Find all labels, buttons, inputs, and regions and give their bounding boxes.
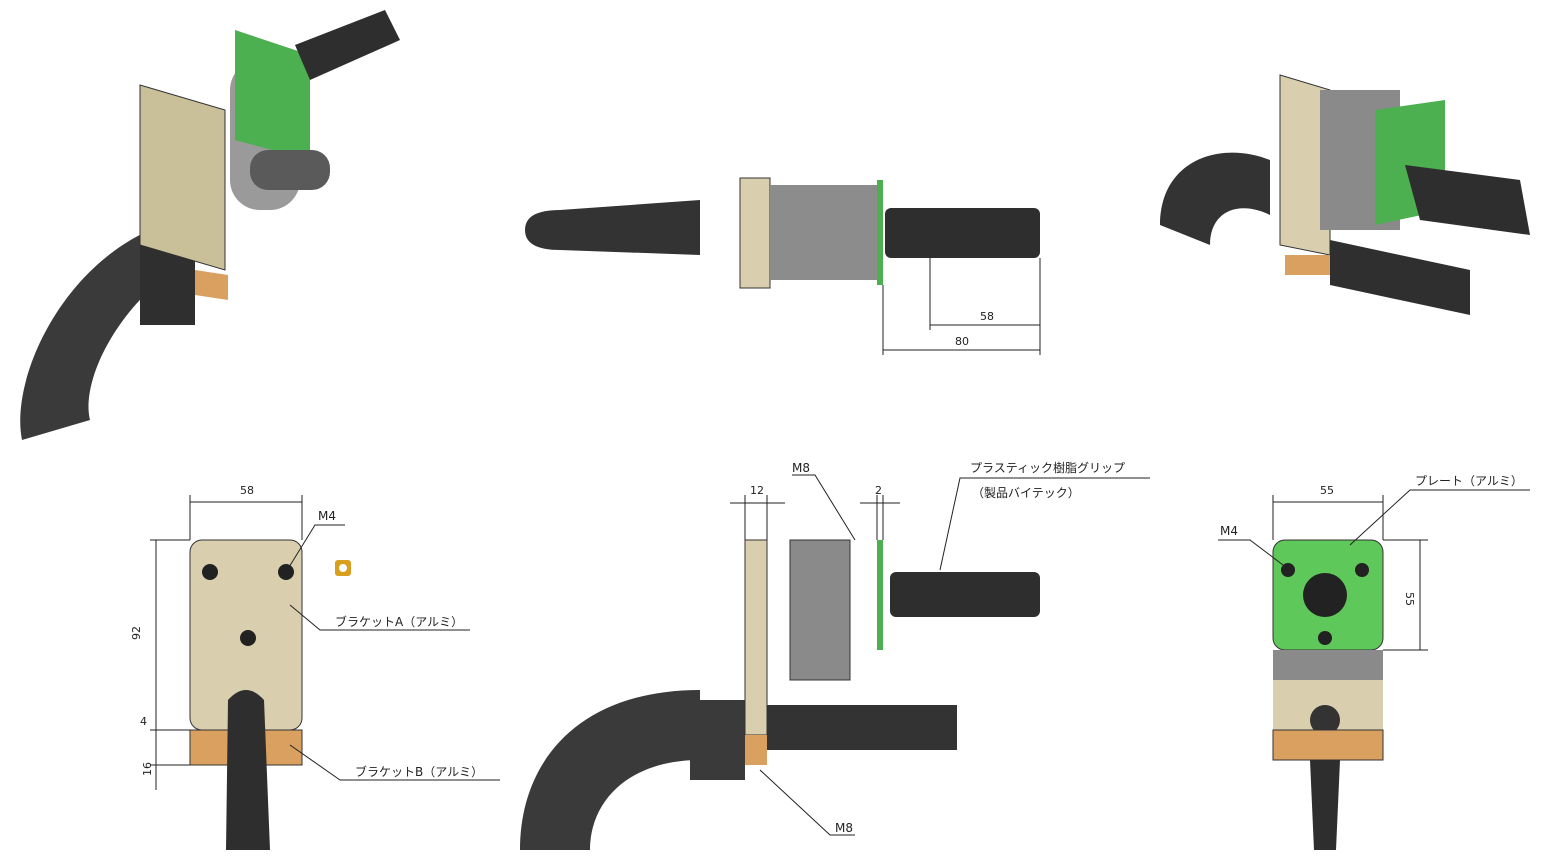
iso-view-right (1160, 74, 1530, 315)
dim-80: 80 (955, 335, 969, 348)
dim-back-height: 55 (1403, 592, 1416, 606)
callout-plate: プレート（アルミ） (1415, 474, 1523, 488)
callout-back-m4: M4 (1220, 524, 1238, 538)
callout-bracket-b: ブラケットB（アルミ） (355, 764, 483, 779)
callout-m4: M4 (318, 509, 336, 523)
dim-back-width: 55 (1320, 484, 1334, 497)
top-view: 58 80 (525, 177, 1041, 355)
dim-bracket-thickness: 12 (750, 484, 764, 497)
callout-grip-line2: （製品バイテック） (972, 486, 1080, 500)
callout-m8-bottom: M8 (835, 821, 853, 835)
dim-front-gap: 4 (140, 715, 147, 728)
callout-grip-line1: プラスティック樹脂グリップ (970, 460, 1125, 475)
back-view: 55 55 M4 プレート（アルミ） (1218, 474, 1530, 850)
callout-bracket-a: ブラケットA（アルミ） (335, 614, 463, 629)
iso-view-left (20, 10, 400, 440)
dim-plate-thickness: 2 (875, 484, 882, 497)
side-view: 12 2 M8 プラスティック樹脂グリップ （製品バイテック） M8 (520, 460, 1150, 850)
dim-front-bracket-b: 16 (141, 762, 154, 776)
front-view: 58 92 4 16 M4 ブラケットA（アルミ） ブラケットB（アルミ） (130, 484, 500, 850)
dim-58: 58 (980, 310, 994, 323)
dim-front-height: 92 (130, 626, 143, 640)
callout-m8-top: M8 (792, 461, 810, 475)
dim-front-width: 58 (240, 484, 254, 497)
